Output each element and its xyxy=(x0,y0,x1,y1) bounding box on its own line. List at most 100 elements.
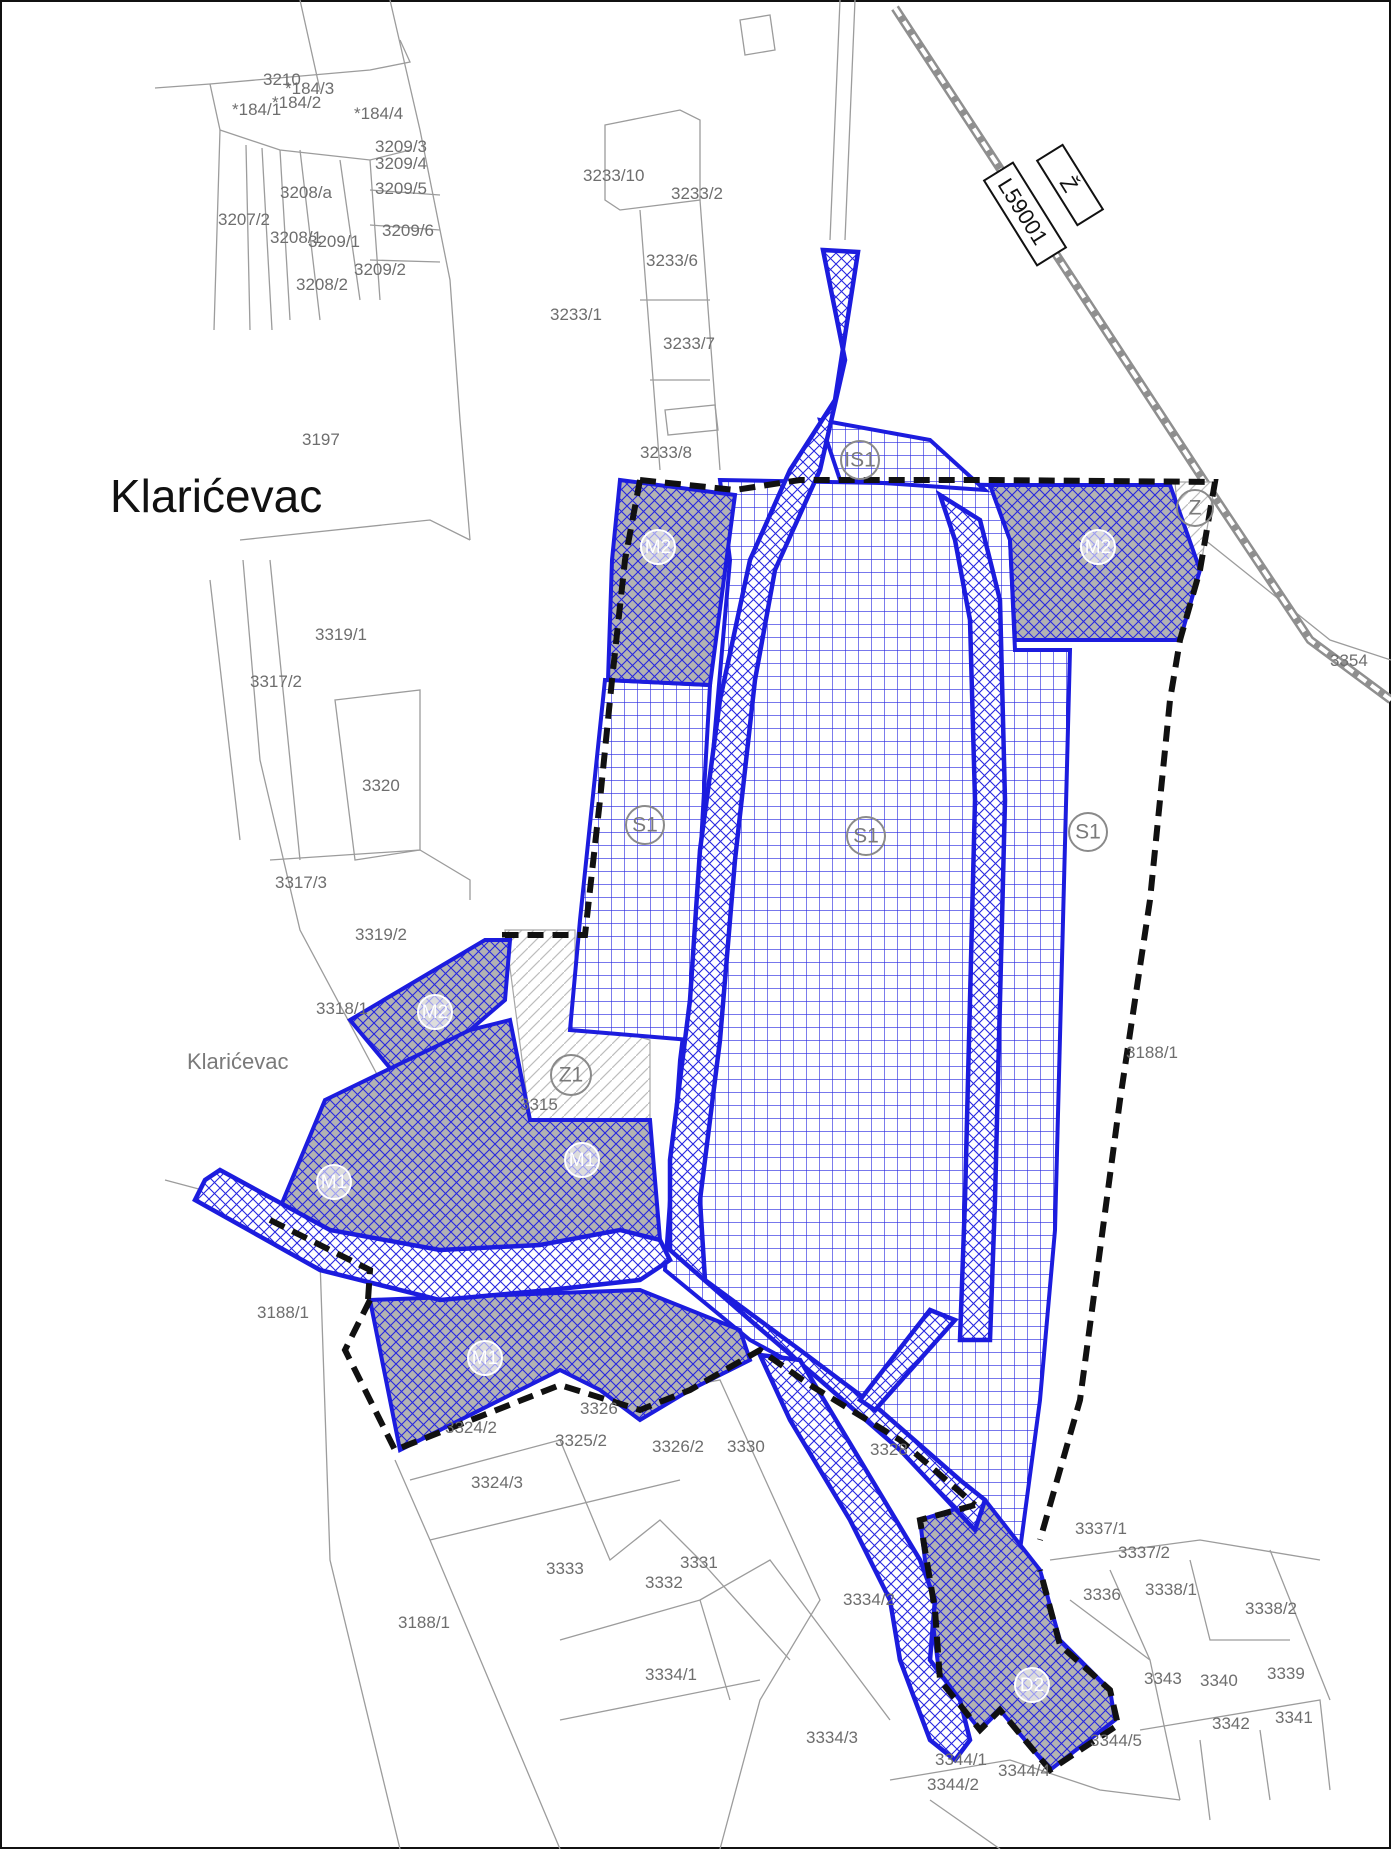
parcel-label: 3341 xyxy=(1275,1708,1313,1727)
zone-label-s1-a: S1 xyxy=(625,805,665,845)
parcel-label: 3338/2 xyxy=(1245,1599,1297,1618)
parcel-label: 3333 xyxy=(546,1559,584,1578)
parcel-label: 3207/2 xyxy=(218,210,270,229)
zone-label-m1-c: M1 xyxy=(467,1340,503,1376)
parcel-label: 3233/7 xyxy=(663,334,715,353)
parcel-label: 3315 xyxy=(520,1095,558,1114)
parcel-label: 3328 xyxy=(870,1440,908,1459)
parcel-label: 3344/2 xyxy=(927,1775,979,1794)
parcel-label: 3208/a xyxy=(280,183,333,202)
parcel-label: 3317/2 xyxy=(250,672,302,691)
parcel-label: 3325/2 xyxy=(555,1431,607,1450)
zone-m2-top-left xyxy=(605,477,738,688)
road-west xyxy=(192,1167,673,1303)
cadastral-parcels xyxy=(154,0,1391,1849)
road-north-south xyxy=(667,247,988,1535)
parcel-label: *184/3 xyxy=(285,79,334,98)
zone-label-m1-b: M1 xyxy=(564,1142,600,1178)
parcel-label: 3340 xyxy=(1200,1671,1238,1690)
parcel-label: 3342 xyxy=(1212,1714,1250,1733)
parcel-label: 3331 xyxy=(680,1553,718,1572)
plan-boundary xyxy=(268,477,1219,1774)
parcel-label: 3209/5 xyxy=(375,179,427,198)
parcel-label: 3344/4 xyxy=(998,1761,1050,1780)
parcel-label: 3209/1 xyxy=(308,232,360,251)
zone-label-z1: Z1 xyxy=(550,1054,592,1096)
parcel-label: 3233/2 xyxy=(671,184,723,203)
zone-label-m2-a: M2 xyxy=(640,529,676,565)
svg-text:S1: S1 xyxy=(1075,821,1101,844)
zone-is1 xyxy=(817,417,991,493)
zone-label-m2-c: M2 xyxy=(417,994,453,1030)
zone-label-m2-b: M2 xyxy=(1080,529,1116,565)
svg-text:Z1: Z1 xyxy=(559,1064,584,1087)
parcel-label: 3209/4 xyxy=(375,154,427,173)
parcel-label: 3354 xyxy=(1330,651,1368,670)
parcel-label: 3319/2 xyxy=(355,925,407,944)
zone-label-m1-a: M1 xyxy=(316,1164,352,1200)
parcel-label: 3209/2 xyxy=(354,260,406,279)
parcel-label: 3233/10 xyxy=(583,166,644,185)
parcel-label: 3317/3 xyxy=(275,873,327,892)
place-name-secondary: Klarićevac xyxy=(187,1049,288,1074)
parcel-label: 3334/1 xyxy=(645,1665,697,1684)
parcel-labels: 3210 *184/3 *184/1 *184/2 *184/4 3209/3 … xyxy=(218,70,1368,1794)
road-inner-diagonal xyxy=(856,1307,959,1413)
parcel-label: 3318/1 xyxy=(316,999,368,1018)
parcel-label: *184/1 xyxy=(232,100,281,119)
parcel-label: 3324/2 xyxy=(445,1418,497,1437)
svg-text:M1: M1 xyxy=(472,1348,498,1369)
parcel-label: *184/4 xyxy=(354,104,403,123)
zone-label-s1-b: S1 xyxy=(846,816,886,856)
parcel-label: 3233/6 xyxy=(646,251,698,270)
parcel-label: *184/2 xyxy=(272,93,321,112)
parcel-label: 3343 xyxy=(1144,1669,1182,1688)
svg-text:M2: M2 xyxy=(645,537,671,558)
zone-label-z: Z xyxy=(1176,489,1214,527)
svg-text:IS1: IS1 xyxy=(844,449,876,472)
svg-text:S1: S1 xyxy=(632,814,658,837)
parcel-label: 3326/2 xyxy=(652,1437,704,1456)
svg-text:M1: M1 xyxy=(321,1172,347,1193)
svg-text:M1: M1 xyxy=(569,1150,595,1171)
parcel-label: 3339 xyxy=(1267,1664,1305,1683)
parcel-label: 3336 xyxy=(1083,1585,1121,1604)
parcel-label: 3188/1 xyxy=(1126,1043,1178,1062)
parcel-label: 3209/3 xyxy=(375,137,427,156)
parcel-label: 3344/1 xyxy=(935,1750,987,1769)
parcel-label: 3337/1 xyxy=(1075,1519,1127,1538)
zone-m1-south xyxy=(367,1287,753,1453)
parcel-label: 3208/2 xyxy=(296,275,348,294)
parcel-label: 3319/1 xyxy=(315,625,367,644)
parcel-label: 3233/1 xyxy=(550,305,602,324)
parcel-label: 3188/1 xyxy=(257,1303,309,1322)
parcel-label: 3326 xyxy=(580,1399,618,1418)
place-name-main: Klarićevac xyxy=(110,470,322,522)
parcel-label: 3320 xyxy=(362,776,400,795)
parcel-label: 3338/1 xyxy=(1145,1580,1197,1599)
svg-text:S1: S1 xyxy=(853,825,879,848)
parcel-label: 3337/2 xyxy=(1118,1543,1170,1562)
parcel-label: 3210 xyxy=(263,70,301,89)
parcel-label: 3233/8 xyxy=(640,443,692,462)
parcel-label: 3344/5 xyxy=(1090,1731,1142,1750)
road-inner-curve xyxy=(935,489,1008,1343)
zone-label-d2: D2 xyxy=(1014,1667,1050,1703)
svg-text:M2: M2 xyxy=(422,1002,448,1023)
road-south-branch xyxy=(756,1352,973,1764)
zone-label-is1: IS1 xyxy=(840,440,880,480)
road-label-symbol: Ž xyxy=(1035,143,1105,227)
parcel-label: 3188/1 xyxy=(398,1613,450,1632)
svg-text:Z: Z xyxy=(1189,497,1202,520)
parcel-label: 3334/2 xyxy=(843,1590,895,1609)
parcel-label: 3208/1 xyxy=(270,228,322,247)
parcel-label: 3324/3 xyxy=(471,1473,523,1492)
zone-label-s1-c: S1 xyxy=(1068,812,1108,852)
svg-text:D2: D2 xyxy=(1020,1675,1044,1696)
parcel-label: 3334/3 xyxy=(806,1728,858,1747)
parcel-label: 3330 xyxy=(727,1437,765,1456)
svg-text:M2: M2 xyxy=(1085,537,1111,558)
parcel-label: 3209/6 xyxy=(382,221,434,240)
